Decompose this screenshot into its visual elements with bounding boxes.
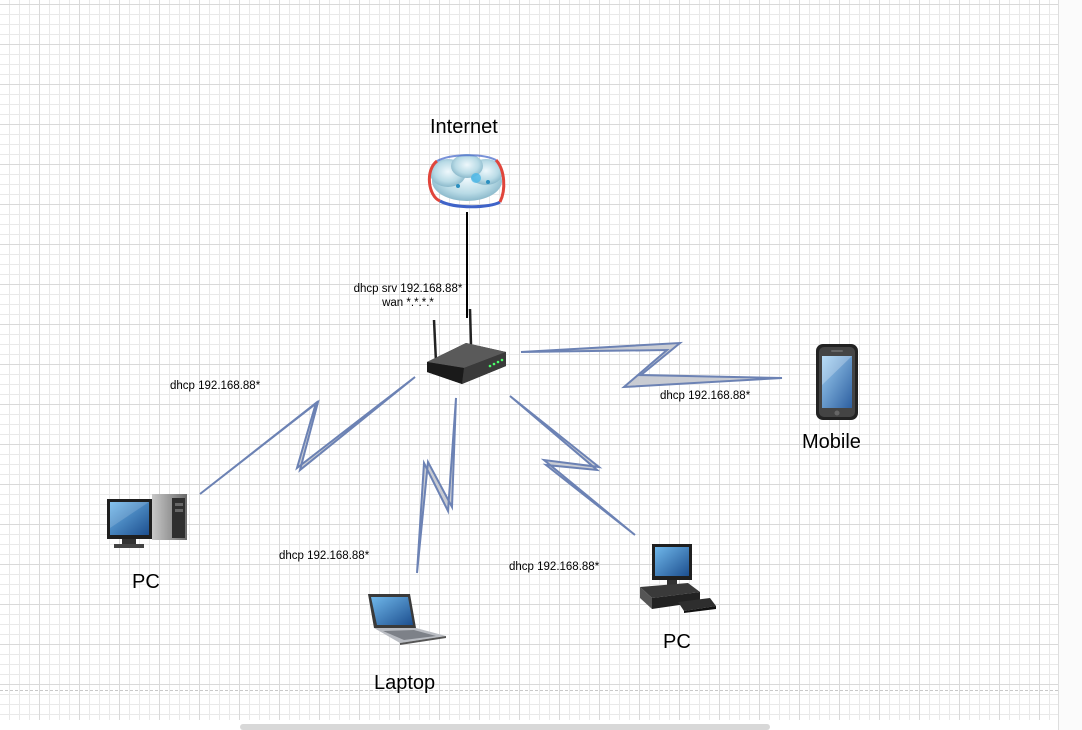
mobile-label: Mobile (802, 431, 861, 453)
pc-left-ip-label: dhcp 192.168.88* (170, 380, 261, 392)
laptop-ip-label: dhcp 192.168.88* (279, 550, 370, 562)
mobile-ip-label: dhcp 192.168.88* (660, 390, 751, 402)
router-icon[interactable] (427, 308, 506, 384)
laptop-icon[interactable] (368, 594, 446, 645)
pc-left-label: PC (132, 571, 160, 593)
wireless-link-pc-left[interactable] (199, 376, 416, 495)
canvas-right-edge (1058, 0, 1082, 730)
horizontal-scrollbar[interactable] (240, 724, 770, 730)
mobile-phone-icon[interactable] (816, 344, 858, 420)
router-wan-text: wan *.*.*.* (382, 297, 434, 309)
pc-right-ip-label: dhcp 192.168.88* (509, 561, 600, 573)
desktop-pc-icon[interactable] (107, 494, 187, 548)
diagram-canvas[interactable] (0, 0, 1058, 720)
internet-cloud-icon[interactable] (428, 154, 506, 209)
laptop-label: Laptop (374, 672, 436, 694)
wireless-link-laptop[interactable] (416, 397, 457, 574)
router-label: dhcp srv 192.168.88* wan *.*.*.* (338, 282, 478, 310)
router-dhcp-server-text: dhcp srv 192.168.88* (353, 283, 463, 295)
pc-right-label: PC (663, 631, 691, 653)
workstation-pc-icon[interactable] (640, 544, 716, 613)
internet-label: Internet (430, 116, 498, 138)
wireless-link-mobile[interactable] (520, 341, 783, 389)
wireless-link-pc-right[interactable] (509, 395, 636, 536)
page-break-line (0, 690, 1058, 691)
